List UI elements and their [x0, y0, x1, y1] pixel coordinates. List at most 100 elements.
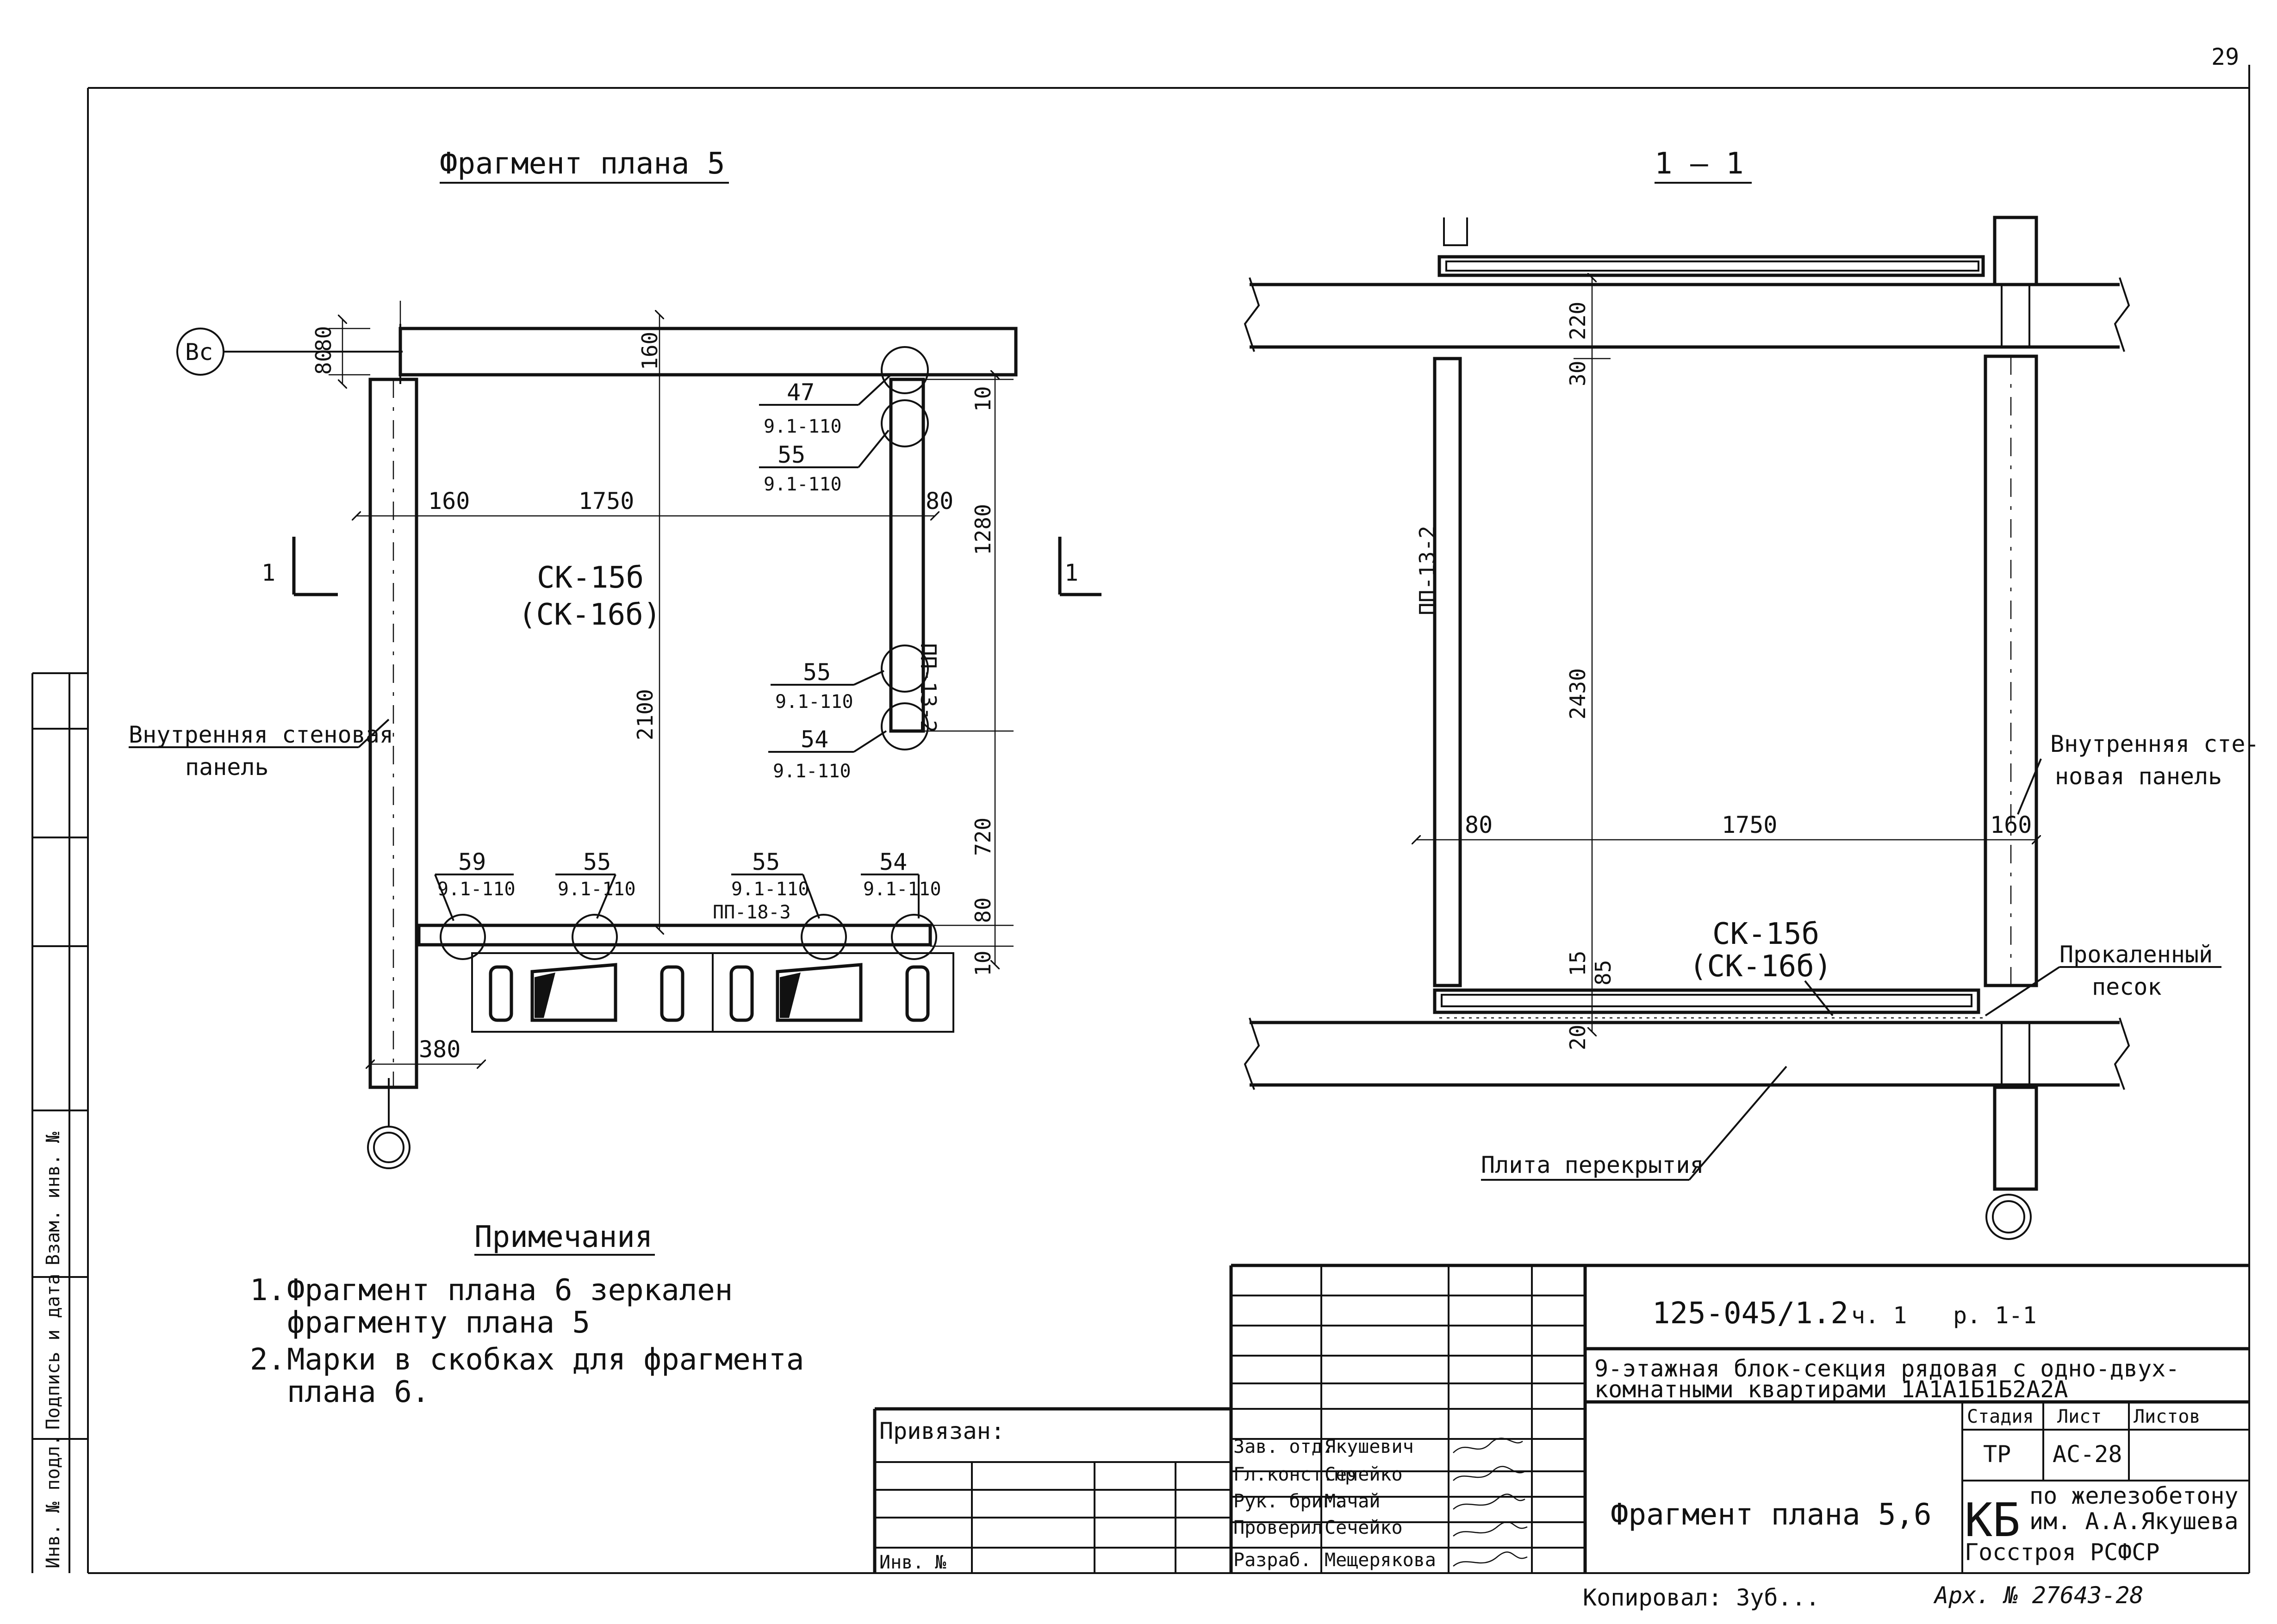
dim-720: 720: [971, 818, 995, 856]
mark-55b-code: 9.1-110: [775, 691, 853, 713]
mark-54b-num: 54: [879, 849, 907, 875]
section-dim-1750: 1750: [1722, 812, 1777, 838]
section-floor-slab: [1244, 1017, 2130, 1090]
section-dim-85: 85: [1591, 960, 1616, 986]
frag5-pp-13-2: [889, 378, 925, 733]
staff-role-1: Зав. отд.: [1233, 1436, 1334, 1457]
frag5-pp-horiz-label: ПП-18-3: [713, 902, 791, 923]
note-1-num: 1.: [250, 1273, 286, 1308]
section-dim-2430: 2430: [1565, 668, 1590, 719]
mark-55c-code: 9.1-110: [558, 879, 636, 900]
section-dim-220: 220: [1565, 302, 1590, 340]
sheets-header: Листов: [2134, 1406, 2201, 1427]
mark-59-num: 59: [458, 849, 486, 875]
strip-label-inv-podl: Инв. № подл.: [43, 1435, 64, 1568]
note-2-line-2: плана 6.: [287, 1375, 429, 1409]
section-axis-bubble: [1985, 1085, 2038, 1240]
dim-80-right: 80: [926, 488, 953, 514]
org-line-3: Госстроя РСФСР: [1965, 1539, 2159, 1566]
section-pp-13-2: [1433, 357, 1462, 987]
section-panel-label: СК-15б: [1712, 917, 1819, 951]
section-panel-leader: [1804, 980, 1834, 1017]
staff-role-5: Разраб.: [1233, 1550, 1312, 1571]
section-floor-panel: [1433, 988, 1983, 1019]
sheet-frame: [87, 65, 2250, 1574]
frag5-top-slab: [398, 327, 1018, 377]
doc-section-ref: р. 1-1: [1953, 1302, 2037, 1329]
dim-80b: 80: [311, 326, 336, 352]
mark-55a-num: 55: [778, 441, 805, 468]
cut-label-right: 1: [1064, 559, 1078, 586]
axis-label-vs: Вс: [185, 339, 213, 366]
frag5-wall-label-1: Внутренняя стеновая: [129, 721, 393, 748]
notes-title: Примечания: [474, 1220, 653, 1254]
section-dim-80: 80: [1465, 812, 1493, 838]
sheet-header: Лист: [2057, 1406, 2102, 1427]
section-upper-slab: [1244, 277, 2130, 352]
project-line-2: комнатными квартирами 1А1А1Б1Б2А2А: [1594, 1376, 2068, 1403]
section-title: 1 — 1: [1655, 147, 1744, 181]
section-dimension-lines: [1416, 278, 2036, 1032]
dim-80c: 80: [971, 898, 995, 923]
title-block-grid: [873, 1264, 2249, 1573]
mark-55d-num: 55: [752, 849, 780, 875]
dim-10b: 10: [971, 951, 995, 976]
frag5-hollow-blocks: [471, 952, 954, 1033]
project-line-1: 9-этажная блок-секция рядовая с одно-дву…: [1594, 1355, 2179, 1382]
staff-signatures: [1453, 1438, 1528, 1567]
frag5-dimension-lines: [329, 301, 1014, 1064]
axis-bubble-vs: [176, 328, 403, 376]
mark-47-num: 47: [787, 379, 815, 406]
org-line-1: по железобетону: [2029, 1482, 2239, 1509]
axis-bubble-bottom: [367, 1078, 411, 1169]
doc-code: 125-045/1.2: [1652, 1296, 1848, 1331]
note-1-line-1: Фрагмент плана 6 зеркален: [287, 1273, 733, 1308]
copied-by: Копировал: Зуб...: [1583, 1584, 1820, 1611]
frag5-wall-label-2: панель: [185, 754, 269, 781]
archive-number: Арх. № 27643-28: [1933, 1582, 2144, 1609]
frag5-mark-circles: [440, 346, 937, 960]
staff-name-4: Сечейко: [1325, 1517, 1403, 1538]
frag5-panel-label: СК-15б: [537, 561, 644, 595]
inv-label: Инв. №: [879, 1552, 946, 1573]
mark-47-code: 9.1-110: [764, 416, 842, 437]
left-strip: [31, 672, 88, 1573]
mark-54a-num: 54: [801, 726, 828, 753]
frag5-panel-label-alt: (СК-16б): [518, 598, 661, 632]
staff-name-2: Сечейко: [1325, 1464, 1403, 1485]
frag5-wall-leader-tip: [358, 719, 390, 748]
dim-160-top: 160: [637, 332, 662, 370]
dim-80a: 80: [311, 349, 336, 375]
frag5-mark-leaders: [434, 374, 920, 921]
section-wall-leader: [2017, 758, 2042, 815]
note-1-line-2: фрагменту плана 5: [287, 1306, 590, 1340]
mark-54b-code: 9.1-110: [863, 879, 941, 900]
section-dim-20: 20: [1565, 1025, 1590, 1050]
mark-59-code: 9.1-110: [437, 879, 516, 900]
staff-role-3: Рук. бриг.: [1233, 1491, 1345, 1512]
doc-part: ч. 1: [1851, 1302, 1907, 1329]
sheet-number: 29: [2211, 43, 2239, 70]
strip-label-replaces-inv: Взам. инв. №: [43, 1132, 64, 1265]
section-dim-160: 160: [1990, 812, 2032, 838]
dim-160: 160: [428, 488, 470, 514]
note-2-line-1: Марки в скобках для фрагмента: [287, 1343, 804, 1377]
stage-value: ТР: [1983, 1441, 2011, 1468]
section-sand-label-1: Прокаленный: [2059, 941, 2213, 968]
mark-55d-code: 9.1-110: [731, 879, 809, 900]
staff-name-3: Мачай: [1325, 1491, 1380, 1512]
strip-label-signature-date: Подпись и дата: [43, 1274, 64, 1430]
section-dim-30: 30: [1565, 361, 1590, 386]
dim-1750: 1750: [579, 488, 634, 514]
staff-name-5: Мещерякова: [1325, 1550, 1436, 1571]
mark-55b-num: 55: [803, 659, 831, 686]
dim-380: 380: [419, 1036, 460, 1063]
cut-mark-left: [292, 537, 338, 596]
sheet-title: Фрагмент плана 5,6: [1611, 1498, 1932, 1532]
stage-header: Стадия: [1967, 1406, 2034, 1427]
mark-55c-num: 55: [583, 849, 611, 875]
staff-name-1: Якушевич: [1325, 1436, 1414, 1457]
frag5-pp-vert-label: ПП-13-2: [916, 643, 941, 733]
dim-2100: 2100: [633, 689, 658, 740]
frag5-pp-18-3: [417, 924, 932, 947]
